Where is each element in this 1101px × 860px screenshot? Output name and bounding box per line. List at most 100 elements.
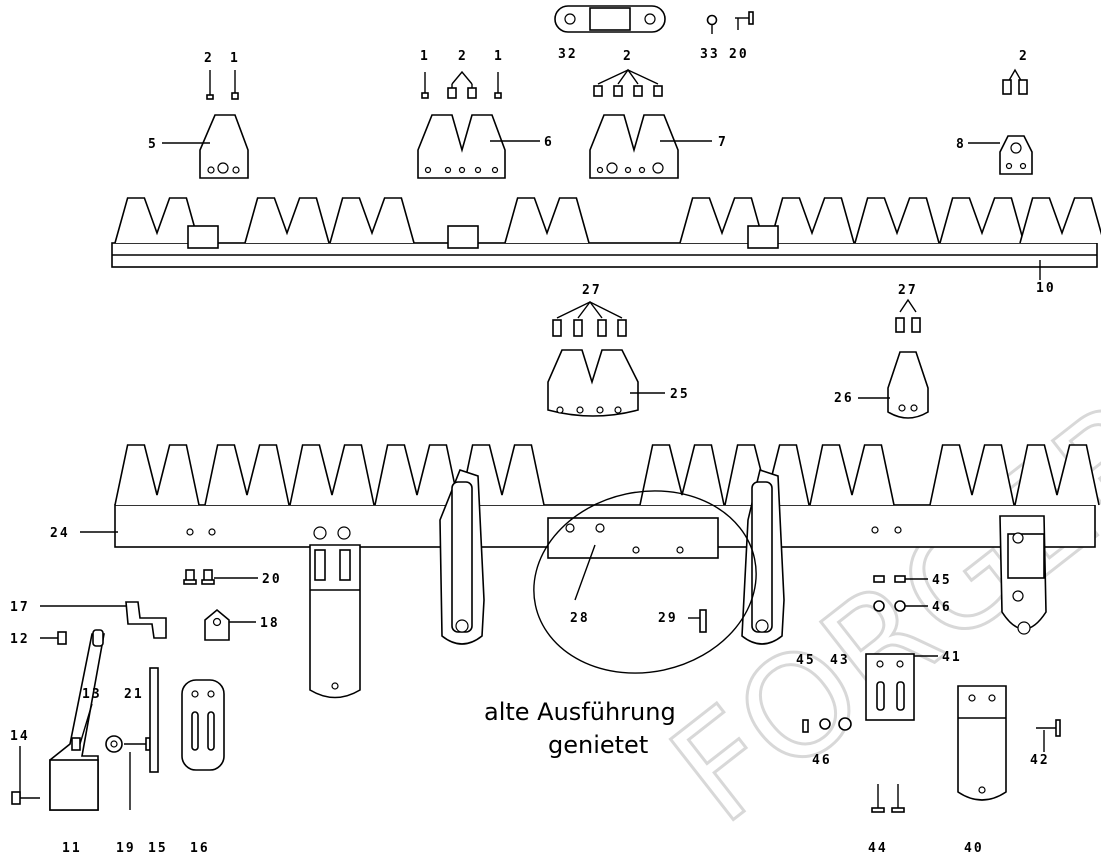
label-44: 44 bbox=[868, 841, 888, 856]
label-8: 8 bbox=[956, 137, 966, 152]
knife-section bbox=[769, 197, 855, 244]
knife-section bbox=[329, 197, 415, 244]
knife-head-1 bbox=[439, 469, 485, 645]
part-26-single-section bbox=[858, 351, 929, 419]
knife-section bbox=[1014, 444, 1100, 506]
label-1: 1 bbox=[420, 49, 430, 64]
rivets-group-5 bbox=[206, 70, 239, 100]
knife-section bbox=[679, 197, 765, 244]
label-27: 27 bbox=[582, 283, 602, 298]
rivets-group-6 bbox=[421, 70, 502, 99]
label-42: 42 bbox=[1030, 753, 1050, 768]
knife-head-2 bbox=[741, 468, 785, 645]
knife-section bbox=[504, 197, 590, 244]
label-40: 40 bbox=[964, 841, 984, 856]
label-20: 20 bbox=[729, 47, 749, 62]
knife-section bbox=[929, 444, 1015, 506]
part-46-ring-a bbox=[873, 600, 928, 612]
label-32: 32 bbox=[558, 47, 578, 62]
old-version-highlight bbox=[533, 490, 757, 674]
guard-clip bbox=[187, 225, 219, 249]
knife-section bbox=[114, 197, 200, 244]
label-2: 2 bbox=[458, 49, 468, 64]
rivets-group-8 bbox=[1002, 68, 1028, 95]
label-2: 2 bbox=[623, 49, 633, 64]
knife-section bbox=[204, 444, 290, 506]
part-12-screw bbox=[40, 631, 67, 645]
label-1: 1 bbox=[494, 49, 504, 64]
label-16: 16 bbox=[190, 841, 210, 856]
part-21-nut bbox=[105, 735, 123, 753]
part-44-bolts bbox=[871, 784, 905, 813]
label-28: 28 bbox=[570, 611, 590, 626]
label-24: 24 bbox=[50, 526, 70, 541]
part-5-single-blade bbox=[162, 114, 249, 179]
knife-section bbox=[244, 197, 330, 244]
part-24-cutter-bar bbox=[80, 444, 1100, 548]
label-15: 15 bbox=[148, 841, 168, 856]
part-13-insert bbox=[71, 703, 93, 751]
knife-section bbox=[1019, 197, 1101, 244]
part-7-double-blade bbox=[589, 114, 712, 179]
part-10-knife-assembly bbox=[111, 197, 1101, 280]
part-20-bolts-pair bbox=[183, 569, 258, 585]
part-41-mounting-plate bbox=[865, 653, 938, 721]
part-18-clamp bbox=[204, 608, 256, 641]
part-20-bolt bbox=[735, 11, 754, 30]
note-line-1: alte Ausführung bbox=[484, 698, 676, 726]
knife-section bbox=[639, 444, 725, 506]
label-26: 26 bbox=[834, 391, 854, 406]
part-11-lever bbox=[49, 629, 105, 811]
label-5: 5 bbox=[148, 137, 158, 152]
part-45-washer-a bbox=[873, 575, 928, 583]
note-line-2: genietet bbox=[548, 731, 648, 759]
knife-section bbox=[114, 444, 200, 506]
guard-clip bbox=[447, 225, 479, 249]
label-2: 2 bbox=[1019, 49, 1029, 64]
label-12: 12 bbox=[10, 632, 30, 647]
knife-section bbox=[854, 197, 940, 244]
part-8-guard-clip bbox=[968, 135, 1033, 175]
part-19-screw bbox=[124, 737, 151, 810]
part-42-bolt bbox=[1036, 719, 1061, 752]
part-40-bracket bbox=[957, 685, 1007, 801]
knife-head-3 bbox=[999, 515, 1047, 635]
label-11: 11 bbox=[62, 841, 82, 856]
label-13: 13 bbox=[82, 687, 102, 702]
part-6-double-blade bbox=[417, 114, 540, 179]
knife-section bbox=[459, 444, 545, 506]
part-46-ring-b bbox=[819, 718, 831, 730]
label-7: 7 bbox=[718, 135, 728, 150]
label-45: 45 bbox=[796, 653, 816, 668]
part-15-strip bbox=[149, 667, 159, 773]
part-14-bolt bbox=[11, 746, 40, 805]
label-45: 45 bbox=[932, 573, 952, 588]
label-46: 46 bbox=[812, 753, 832, 768]
mounting-bracket-left bbox=[309, 526, 361, 699]
part-16-plate bbox=[181, 679, 225, 771]
label-25: 25 bbox=[670, 387, 690, 402]
label-18: 18 bbox=[260, 616, 280, 631]
part-32-link-plate bbox=[554, 5, 666, 33]
part-43-nut bbox=[838, 717, 852, 731]
part-29-pin bbox=[688, 609, 707, 633]
part-25-double-section bbox=[547, 349, 665, 417]
label-20: 20 bbox=[262, 572, 282, 587]
label-41: 41 bbox=[942, 650, 962, 665]
guard-clip bbox=[747, 225, 779, 249]
label-43: 43 bbox=[830, 653, 850, 668]
label-19: 19 bbox=[116, 841, 136, 856]
label-33: 33 bbox=[700, 47, 720, 62]
label-21: 21 bbox=[124, 687, 144, 702]
knife-section bbox=[374, 444, 460, 506]
label-1: 1 bbox=[230, 51, 240, 66]
part-33-nut bbox=[706, 14, 718, 34]
label-6: 6 bbox=[544, 135, 554, 150]
label-29: 29 bbox=[658, 611, 678, 626]
rivets-group-7 bbox=[593, 68, 663, 97]
rivets-group-27a bbox=[552, 300, 627, 337]
knife-section bbox=[939, 197, 1025, 244]
label-2: 2 bbox=[204, 51, 214, 66]
part-17-angle-bracket bbox=[40, 601, 167, 639]
